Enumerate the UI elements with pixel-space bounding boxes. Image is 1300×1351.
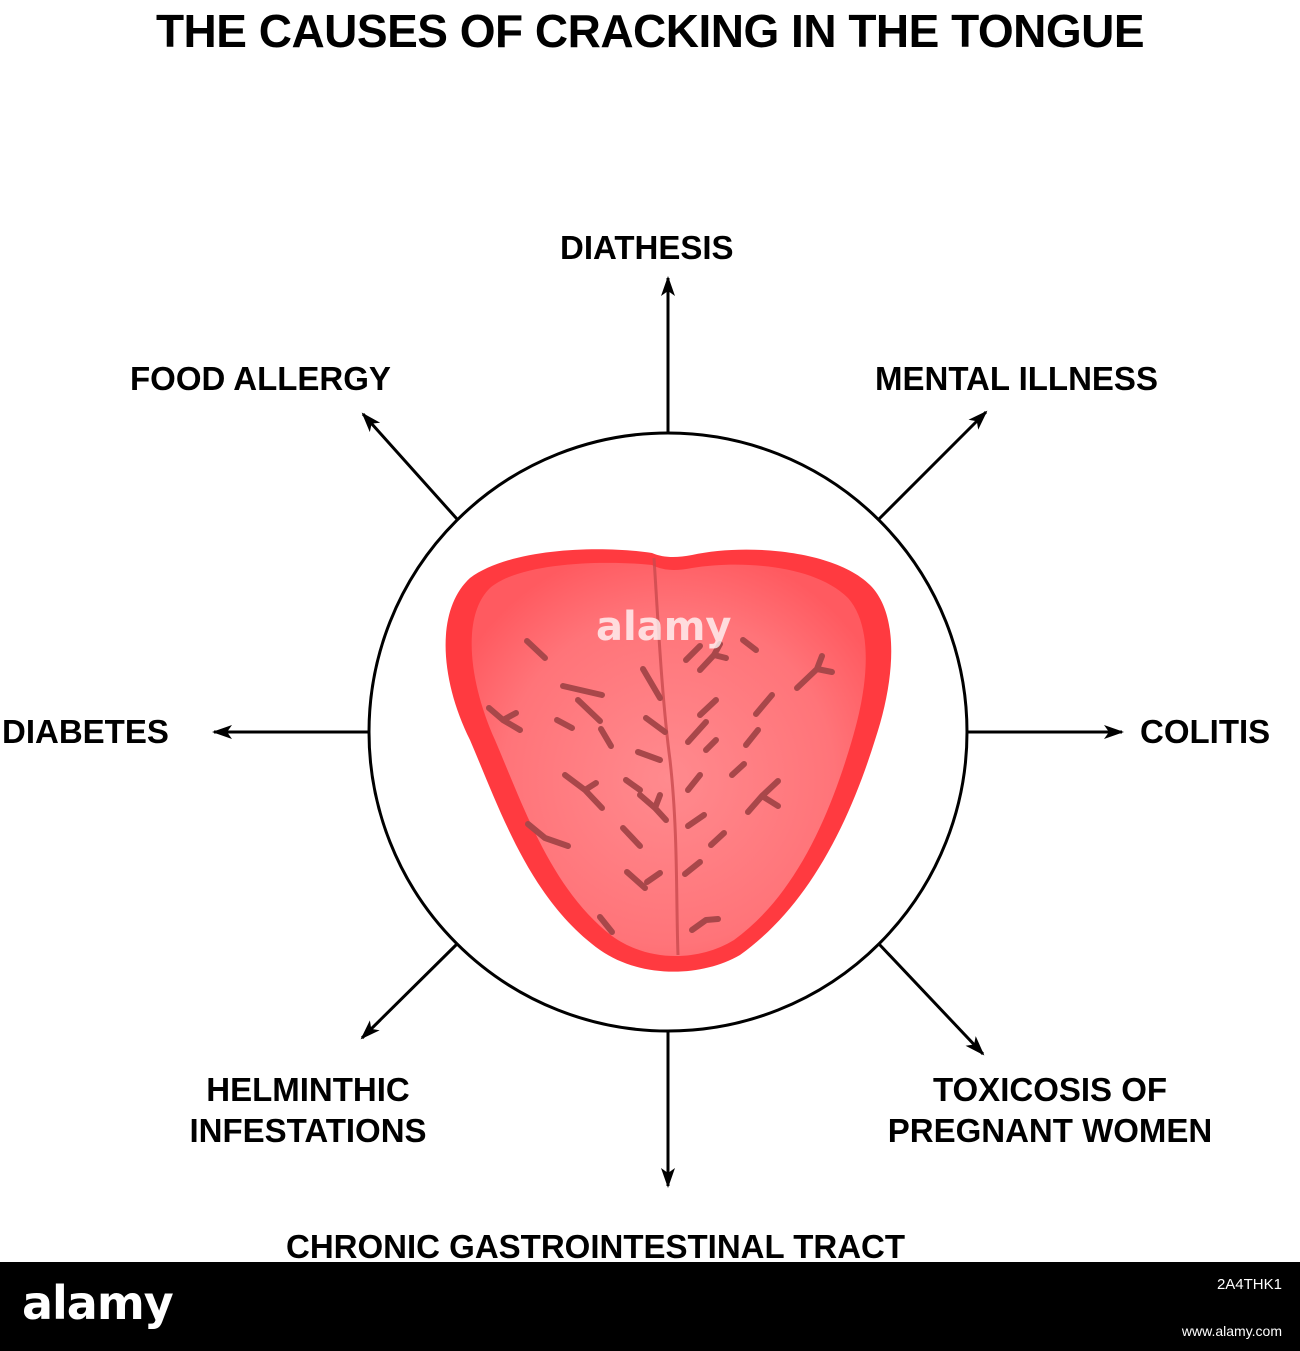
crack <box>685 772 703 793</box>
crack <box>745 778 781 815</box>
crack <box>689 916 721 933</box>
crack <box>640 666 663 701</box>
crack <box>624 869 648 891</box>
crack <box>682 859 703 877</box>
crack <box>729 761 747 778</box>
crack <box>644 870 663 885</box>
image-id: 2A4THK1 <box>1216 1276 1282 1293</box>
arrows <box>212 276 1124 1188</box>
tongue-cracks <box>486 637 835 935</box>
label-helminthic: HELMINTHIC INFESTATIONS <box>160 1069 456 1152</box>
crack <box>623 777 643 793</box>
tongue-midline <box>652 557 680 956</box>
arrow-up-right <box>877 410 988 521</box>
crack <box>740 637 759 653</box>
crack <box>554 717 575 731</box>
watermark-center: alamy <box>596 604 732 650</box>
crack <box>794 653 835 691</box>
arrow-down-left <box>360 942 459 1040</box>
crack <box>643 715 668 735</box>
label-diathesis: DIATHESIS <box>560 229 734 266</box>
crack <box>635 749 663 763</box>
alamy-logo: alamy <box>22 1276 174 1330</box>
crack <box>486 705 523 733</box>
label-helminthic-line1: HELMINTHIC <box>206 1071 410 1108</box>
site-url: www.alamy.com <box>1181 1323 1282 1339</box>
crack <box>575 697 603 724</box>
crack <box>685 719 709 745</box>
watermark-footer: alamy 2A4THK1 www.alamy.com <box>0 1262 1300 1351</box>
label-food-allergy: FOOD ALLERGY <box>130 360 391 397</box>
crack <box>753 692 775 717</box>
crack <box>597 914 615 935</box>
crack <box>637 792 669 823</box>
label-diabetes: DIABETES <box>2 713 169 750</box>
label-colitis: COLITIS <box>1140 713 1271 750</box>
crack <box>620 825 643 849</box>
crack <box>683 643 703 663</box>
crack <box>524 638 548 661</box>
crack <box>525 821 571 849</box>
label-toxicosis: TOXICOSIS OF PREGNANT WOMEN <box>850 1069 1250 1152</box>
crack <box>697 641 729 673</box>
crack <box>743 727 761 748</box>
label-helminthic-line2: INFESTATIONS <box>189 1112 427 1150</box>
crack <box>697 697 719 718</box>
arrow-down-right <box>877 942 985 1056</box>
label-mental-illness: MENTAL ILLNESS <box>875 360 1158 397</box>
label-toxicosis-line1: TOXICOSIS OF <box>932 1071 1168 1108</box>
tongue-illustration <box>445 549 892 972</box>
label-chronic-gi: CHRONIC GASTROINTESTINAL TRACT <box>286 1228 906 1265</box>
crack <box>562 772 605 811</box>
arrow-up-left <box>361 412 459 521</box>
label-toxicosis-line2: PREGNANT WOMEN <box>887 1112 1213 1150</box>
crack <box>598 726 614 749</box>
crack <box>708 830 727 848</box>
diagram-title: THE CAUSES OF CRACKING IN THE TONGUE <box>155 5 1145 57</box>
crack <box>560 683 605 698</box>
crack <box>703 737 719 753</box>
crack <box>685 812 707 829</box>
